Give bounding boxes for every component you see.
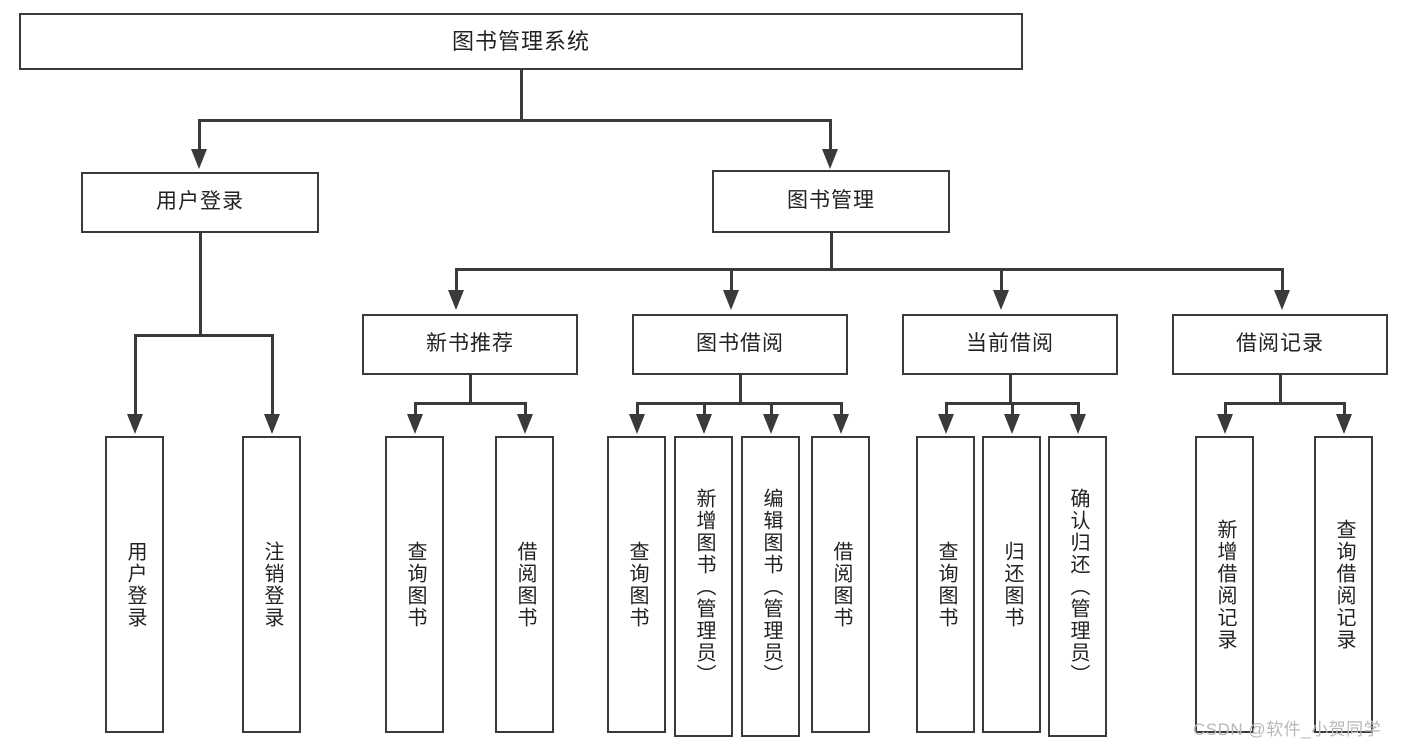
connector-newbook-stem [469,375,472,404]
leaf-query-borrow-record[interactable]: 查询借阅记录 [1314,436,1373,733]
arrow-down-icon [127,414,143,434]
connector-newbook-drop-1 [414,402,417,418]
connector-level2-bar [455,268,1283,271]
node-label: 确认归还（管理员） [1067,487,1089,686]
arrow-down-icon [448,290,464,310]
node-label: 编辑图书（管理员） [760,487,782,686]
leaf-add-book-admin[interactable]: 新增图书（管理员） [674,436,733,737]
connector-newbook-bar [414,402,526,405]
arrow-down-icon [822,149,838,169]
csdn-watermark: CSDN @软件_小贺同学 [1193,720,1382,739]
connector-level2-drop-3 [1000,268,1003,292]
node-label: 新书推荐 [426,332,514,356]
connector-root-stem [520,70,523,120]
node-new-book-recommend[interactable]: 新书推荐 [362,314,578,375]
connector-currentborrow-stem [1009,375,1012,404]
connector-newbook-drop-2 [524,402,527,418]
connector-user-login-drop-1 [134,334,137,418]
connector-borrowrecord-stem [1279,375,1282,404]
node-label: 当前借阅 [966,332,1054,356]
arrow-down-icon [1274,290,1290,310]
connector-currentborrow-drop-1 [945,402,948,418]
leaf-return-book[interactable]: 归还图书 [982,436,1041,733]
arrow-down-icon [763,414,779,434]
node-user-login[interactable]: 用户登录 [81,172,319,233]
leaf-user-login[interactable]: 用户登录 [105,436,164,733]
node-label: 查询图书 [404,540,426,629]
leaf-confirm-return-admin[interactable]: 确认归还（管理员） [1048,436,1107,737]
node-label: 图书管理系统 [451,28,590,54]
connector-level1-drop-right [829,119,832,151]
connector-borrowrecord-drop-1 [1224,402,1227,418]
arrow-down-icon [1004,414,1020,434]
arrow-down-icon [629,414,645,434]
connector-level1-drop-left [198,119,201,151]
arrow-down-icon [264,414,280,434]
node-label: 借阅记录 [1236,332,1324,356]
connector-user-login-stem [199,233,202,336]
leaf-edit-book-admin[interactable]: 编辑图书（管理员） [741,436,800,737]
node-label: 归还图书 [1001,540,1023,629]
connector-level2-drop-4 [1281,268,1284,292]
leaf-query-book-borrow[interactable]: 查询图书 [607,436,666,733]
node-label: 新增图书（管理员） [693,487,715,686]
node-label: 用户登录 [124,540,146,629]
connector-bookborrow-drop-4 [840,402,843,418]
connector-book-mgmt-stem [830,233,833,270]
leaf-query-book-current[interactable]: 查询图书 [916,436,975,733]
connector-currentborrow-drop-2 [1011,402,1014,418]
node-label: 查询借阅记录 [1333,518,1355,651]
connector-level2-drop-2 [730,268,733,292]
arrow-down-icon [833,414,849,434]
node-book-borrow[interactable]: 图书借阅 [632,314,848,375]
connector-bookborrow-drop-1 [636,402,639,418]
connector-level1-bar [198,119,832,122]
leaf-add-borrow-record[interactable]: 新增借阅记录 [1195,436,1254,733]
connector-currentborrow-drop-3 [1077,402,1080,418]
node-label: 借阅图书 [830,540,852,629]
node-borrow-record[interactable]: 借阅记录 [1172,314,1388,375]
arrow-down-icon [407,414,423,434]
node-root-system[interactable]: 图书管理系统 [19,13,1023,70]
arrow-down-icon [1336,414,1352,434]
arrow-down-icon [1217,414,1233,434]
arrow-down-icon [723,290,739,310]
connector-bookborrow-drop-2 [703,402,706,418]
node-book-management[interactable]: 图书管理 [712,170,950,233]
arrow-down-icon [938,414,954,434]
connector-user-login-bar [134,334,274,337]
leaf-borrow-book[interactable]: 借阅图书 [811,436,870,733]
node-label: 图书管理 [787,189,875,213]
node-label: 借阅图书 [514,540,536,629]
node-label: 图书借阅 [696,332,784,356]
node-current-borrow[interactable]: 当前借阅 [902,314,1118,375]
leaf-logout[interactable]: 注销登录 [242,436,301,733]
leaf-borrow-book-newbook[interactable]: 借阅图书 [495,436,554,733]
connector-level2-drop-1 [455,268,458,292]
node-label: 查询图书 [626,540,648,629]
arrow-down-icon [191,149,207,169]
arrow-down-icon [1070,414,1086,434]
arrow-down-icon [993,290,1009,310]
connector-bookborrow-bar [636,402,843,405]
connector-borrowrecord-bar [1224,402,1345,405]
node-label: 新增借阅记录 [1214,518,1236,651]
leaf-query-book-newbook[interactable]: 查询图书 [385,436,444,733]
connector-user-login-drop-2 [271,334,274,418]
arrow-down-icon [517,414,533,434]
connector-bookborrow-drop-3 [770,402,773,418]
connector-bookborrow-stem [739,375,742,404]
node-label: 查询图书 [935,540,957,629]
node-label: 用户登录 [156,190,244,214]
connector-borrowrecord-drop-2 [1343,402,1346,418]
arrow-down-icon [696,414,712,434]
node-label: 注销登录 [261,540,283,629]
